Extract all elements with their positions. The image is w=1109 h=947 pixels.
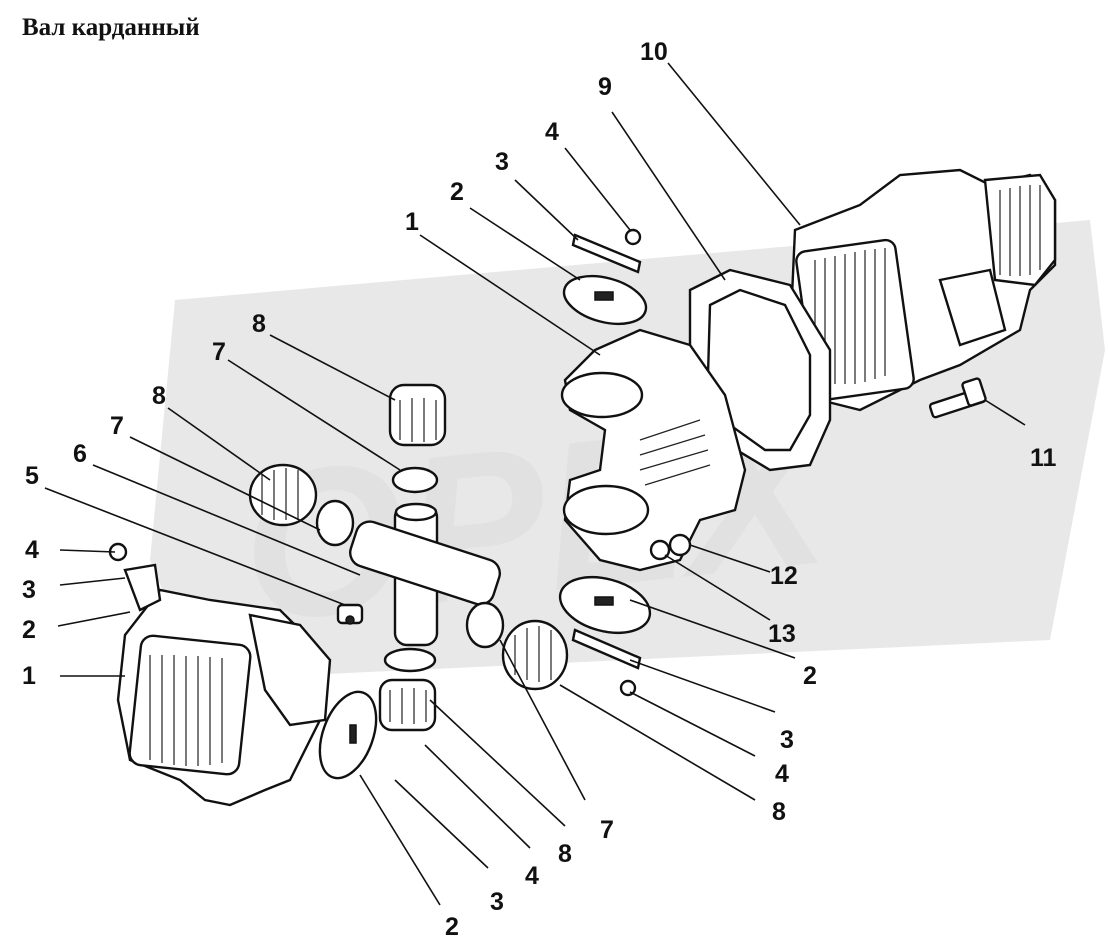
label-5: 5 (25, 462, 39, 490)
lock-plate-right (571, 628, 642, 697)
label-10: 10 (640, 38, 668, 66)
label-2: 2 (22, 616, 36, 644)
label-4: 4 (25, 536, 39, 564)
washer (668, 533, 692, 557)
cross-spider (349, 502, 501, 647)
label-8: 8 (252, 310, 266, 338)
bearing-cup-left (248, 463, 318, 527)
label-6: 6 (73, 440, 87, 468)
label-13: 13 (768, 620, 796, 648)
label-3: 3 (490, 888, 504, 916)
part-labels: 10 9 4 3 2 1 8 7 8 7 6 5 4 3 2 1 11 12 1… (22, 38, 1057, 941)
bearing-cup-bottom (378, 678, 437, 732)
bearing-cap-mid (558, 576, 652, 634)
seal-ring-left (315, 499, 355, 547)
label-2: 2 (445, 913, 459, 941)
bearing-cup-top (388, 383, 447, 447)
label-3: 3 (495, 148, 509, 176)
label-8: 8 (152, 382, 166, 410)
leader-lines (44, 62, 1026, 906)
label-3: 3 (22, 576, 36, 604)
nut (649, 539, 671, 561)
label-2: 2 (803, 662, 817, 690)
label-7: 7 (212, 338, 226, 366)
seal-ring-right (465, 601, 505, 649)
center-yoke (560, 328, 747, 572)
grease-fitting (336, 603, 364, 625)
seal-ring-top (391, 466, 439, 494)
label-3: 3 (780, 726, 794, 754)
bolt-long (928, 377, 987, 419)
label-1: 1 (22, 662, 36, 690)
seal-ring-bottom (383, 647, 437, 673)
bearing-cap-top (562, 274, 648, 326)
page-title: Вал карданный (22, 14, 200, 41)
label-2: 2 (450, 178, 464, 206)
label-7: 7 (600, 816, 614, 844)
bearing-cap-bottom (318, 690, 378, 780)
label-9: 9 (598, 73, 612, 101)
label-11: 11 (1030, 444, 1057, 472)
bearing-cup-right (501, 619, 569, 691)
label-1: 1 (405, 208, 419, 236)
lock-plate-top (571, 228, 642, 274)
label-4: 4 (545, 118, 559, 146)
label-8: 8 (558, 840, 572, 868)
label-7: 7 (110, 412, 124, 440)
label-4: 4 (775, 760, 789, 788)
lock-plate-left (123, 563, 162, 612)
label-12: 12 (770, 562, 798, 590)
label-8: 8 (772, 798, 786, 826)
label-4: 4 (525, 862, 539, 890)
left-flange-yoke (116, 588, 332, 807)
